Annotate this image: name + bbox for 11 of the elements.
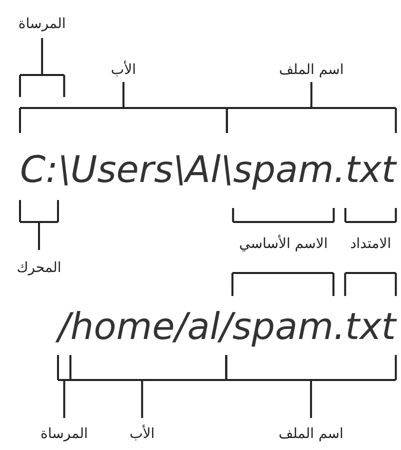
part-label: اسم الملف	[278, 426, 344, 443]
part-label: اسم الملف	[279, 62, 344, 79]
part-label: الامتداد	[350, 236, 392, 253]
part-label: الاسم الأساسي	[239, 236, 328, 253]
part-label: المحرك	[16, 260, 62, 277]
part-label: الأب	[110, 62, 136, 79]
part-label: المرساة	[18, 16, 66, 33]
part-label: المرساة	[40, 426, 88, 443]
file-path: C:\Users\Al\spam.txt	[20, 152, 396, 189]
part-label: الأب	[130, 426, 155, 443]
file-path: /home/al/spam.txt	[58, 309, 396, 346]
